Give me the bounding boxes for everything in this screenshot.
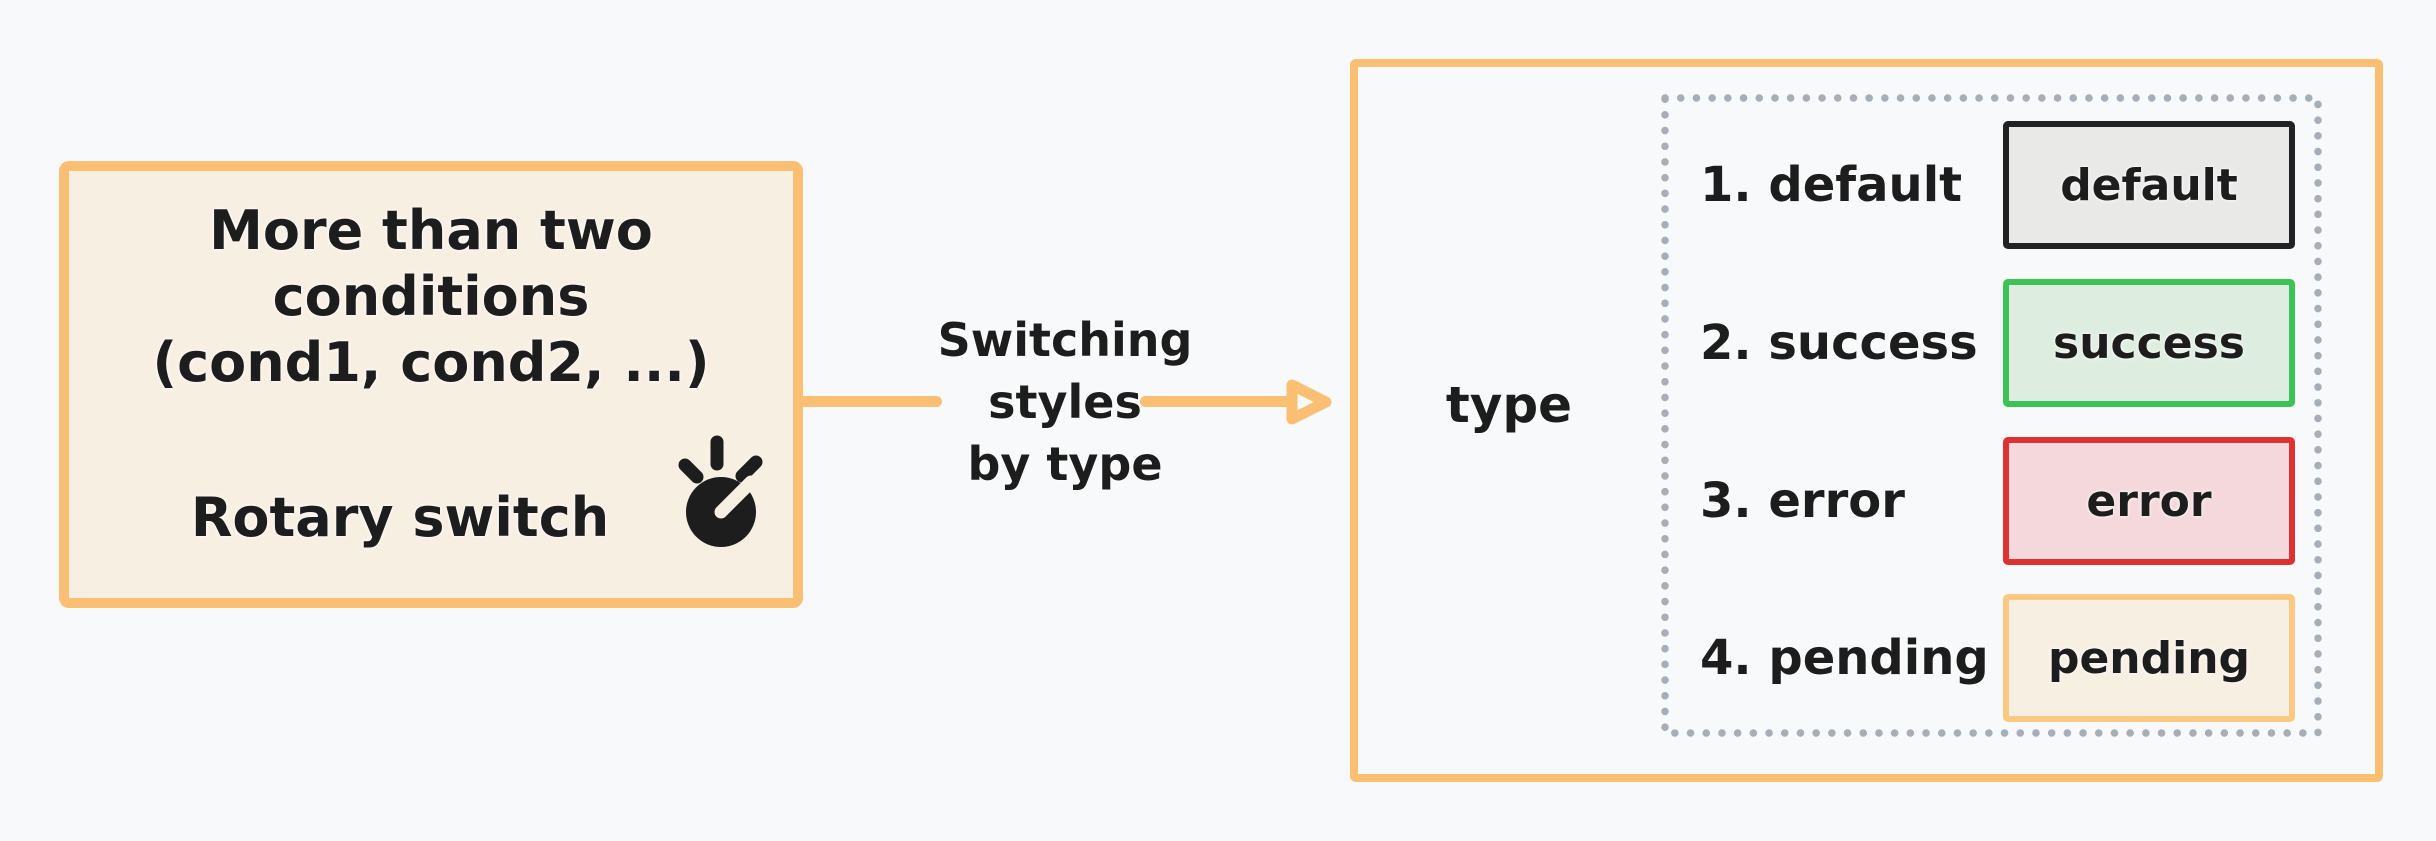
option-row-success: 2. success success xyxy=(1700,279,2295,407)
connector-label-line: styles xyxy=(988,375,1142,429)
option-label-pending: 4. pending xyxy=(1700,630,1989,686)
option-row-default: 1. default default xyxy=(1700,121,2295,249)
condition-text: More than two conditions (cond1, cond2, … xyxy=(69,198,793,396)
options-container: 1. default default 2. success success 3.… xyxy=(1660,93,2323,738)
connector-label: Switching styles by type xyxy=(920,309,1210,495)
connector-label-line: Switching xyxy=(937,313,1193,367)
type-switch-card: type 1. default default 2. success succe… xyxy=(1350,59,2383,782)
connector-label-line: by type xyxy=(967,437,1163,491)
connector-line-left xyxy=(799,396,942,407)
rotary-knob-icon xyxy=(678,435,763,547)
dotted-border xyxy=(1661,94,2322,737)
rotary-switch-label: Rotary switch xyxy=(190,486,610,549)
option-row-error: 3. error error xyxy=(1700,437,2295,565)
option-label-default: 1. default xyxy=(1700,157,1963,213)
condition-line: conditions xyxy=(272,265,590,328)
condition-line: More than two xyxy=(209,199,653,262)
connector-line-right xyxy=(1140,396,1292,407)
arrow-right-icon xyxy=(1286,379,1332,425)
option-label-error: 3. error xyxy=(1700,473,1905,529)
option-badge-error: error xyxy=(2003,437,2295,565)
condition-card: More than two conditions (cond1, cond2, … xyxy=(59,161,803,608)
option-badge-default: default xyxy=(2003,121,2295,249)
option-badge-success: success xyxy=(2003,279,2295,407)
type-label: type xyxy=(1445,376,1573,434)
condition-line: (cond1, cond2, ...) xyxy=(152,331,710,394)
option-badge-pending: pending xyxy=(2003,594,2295,722)
option-row-pending: 4. pending pending xyxy=(1700,594,2295,722)
option-label-success: 2. success xyxy=(1700,315,1978,371)
